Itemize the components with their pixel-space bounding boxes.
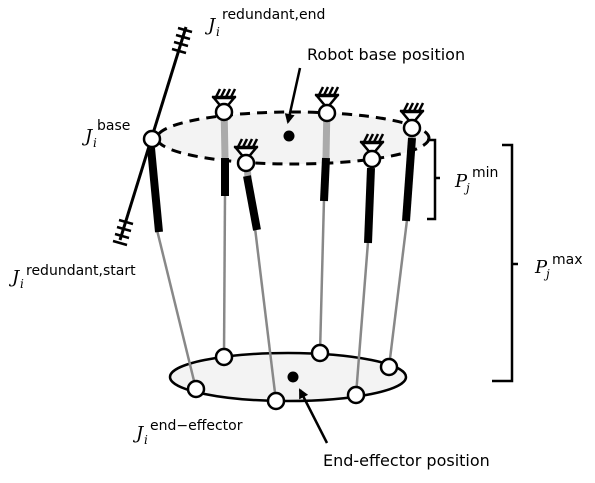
label-j-base: J base i: [81, 118, 130, 150]
leg-rods: [155, 192, 409, 402]
base-joint-symbol-5: [359, 133, 385, 157]
label-j-base-sub: i: [93, 136, 97, 150]
joint-ee-6: [379, 357, 399, 377]
leg-actuators: [147, 137, 416, 244]
end-effector-arrow: [298, 388, 329, 444]
label-p-max-sub: j: [543, 267, 550, 281]
label-j-redundant-end-sub: i: [216, 25, 220, 39]
label-p-min-main: P: [454, 171, 468, 192]
brace-p-max: [492, 143, 518, 383]
joint-ee-2: [214, 347, 234, 367]
robot-base-position-label: Robot base position: [307, 45, 465, 64]
joint-ee-1: [186, 379, 206, 399]
label-p-min-sub: j: [463, 181, 470, 195]
label-j-end-effector-sub: i: [144, 433, 148, 447]
label-j-redundant-end-sup: redundant,end: [222, 7, 325, 23]
label-p-max-main: P: [534, 257, 548, 278]
joint-base-2: [317, 103, 337, 123]
label-j-redundant-start-main: J: [8, 267, 21, 288]
label-j-redundant-end: J redundant,end i: [204, 7, 325, 39]
joint-base-5: [362, 149, 382, 169]
label-j-redundant-start-sup: redundant,start: [26, 263, 136, 279]
joint-ee-3: [266, 391, 286, 411]
label-j-redundant-end-main: J: [204, 15, 217, 36]
label-j-redundant-start: J redundant,start i: [8, 263, 136, 291]
label-p-min-sup: min: [472, 165, 498, 181]
robot-base-center-dot: [283, 130, 295, 142]
end-effector-center-dot: [287, 371, 299, 383]
label-j-end-effector: J end−effector i: [132, 418, 243, 447]
label-j-base-sup: base: [97, 118, 130, 134]
redundant-start-hatch: [112, 218, 134, 247]
label-p-max: P max j: [534, 252, 583, 281]
label-j-base-main: J: [81, 126, 94, 147]
brace-p-min: [427, 138, 440, 221]
joint-ee-4: [310, 343, 330, 363]
label-j-redundant-start-sub: i: [20, 277, 24, 291]
label-p-max-sup: max: [552, 252, 583, 268]
joint-base-4: [236, 153, 256, 173]
joints: [142, 102, 422, 411]
label-j-end-effector-main: J: [132, 423, 145, 444]
label-p-min: P min j: [454, 165, 498, 195]
base-joint-symbol-3: [399, 102, 425, 126]
joint-base-redundant: [142, 129, 162, 149]
joint-base-1: [214, 102, 234, 122]
robot-base-arrow: [284, 67, 302, 124]
joint-base-3: [402, 118, 422, 138]
end-effector-position-label: End-effector position: [323, 451, 490, 470]
base-joint-symbol-2: [314, 86, 340, 110]
label-j-end-effector-sup: end−effector: [150, 418, 243, 434]
joint-ee-5: [346, 385, 366, 405]
base-joint-symbols: [211, 86, 425, 162]
redundant-end-hatch: [171, 26, 193, 55]
